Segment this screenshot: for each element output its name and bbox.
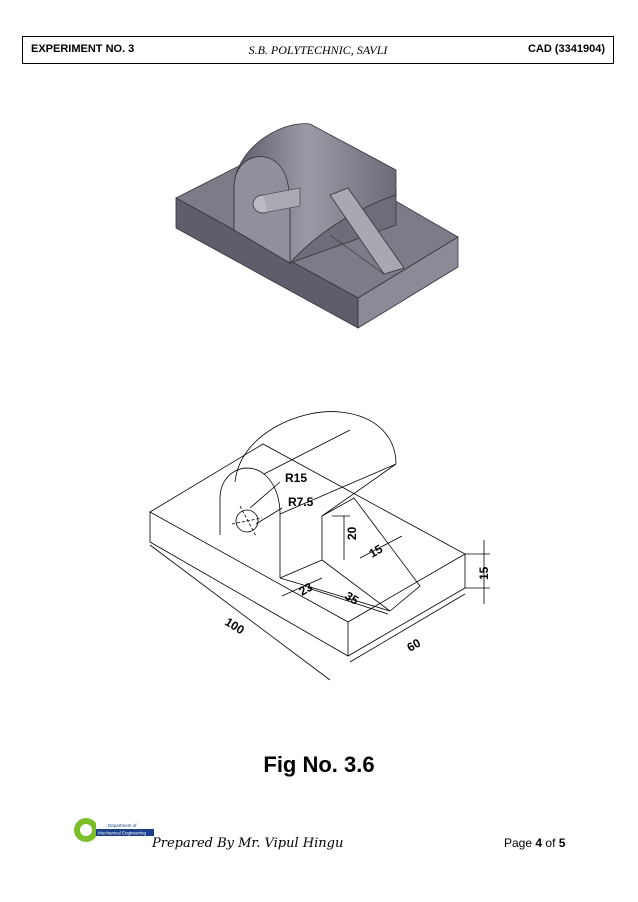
dim-r15: R15	[285, 471, 307, 485]
subject-code: CAD (3341904)	[527, 43, 605, 55]
isometric-render	[175, 123, 459, 329]
experiment-number: EXPERIMENT NO. 3	[31, 43, 135, 55]
institute-name: S.B. POLYTECHNIC, SAVLI	[248, 43, 388, 57]
dim-20: 20	[345, 526, 359, 540]
dim-60: 60	[405, 636, 424, 655]
dim-15-slant: 15	[367, 542, 386, 561]
dim-r7-5: R7.5	[288, 495, 314, 509]
department-logo: Department of Mechanical Engineering	[74, 818, 154, 842]
logo-top-text: Department of	[108, 823, 137, 828]
dimensioned-drawing: R15 R7.5 20 15 15 23 35 100 60	[149, 411, 491, 681]
logo-bottom-text: Mechanical Engineering	[98, 831, 147, 836]
page-header: EXPERIMENT NO. 3 S.B. POLYTECHNIC, SAVLI…	[22, 36, 614, 64]
figure-caption: Fig No. 3.6	[263, 752, 375, 777]
dim-100: 100	[222, 615, 247, 638]
page-number: Page 4 of 5	[504, 836, 566, 850]
dim-23: 23	[297, 580, 316, 599]
prepared-by: Prepared By Mr. Vipul Hingu	[152, 836, 344, 851]
dim-15-height: 15	[477, 566, 491, 580]
dim-35: 35	[342, 589, 361, 608]
